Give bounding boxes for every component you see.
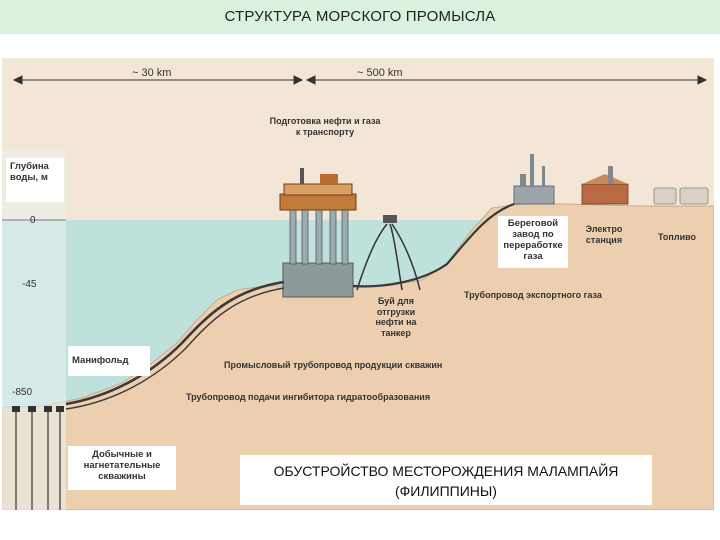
- power-station-line1: Электро: [585, 224, 623, 234]
- wells-line2: нагнетательные: [83, 460, 161, 471]
- depth-scale-strip: [2, 150, 66, 510]
- buoy-line2: отгрузки: [376, 306, 416, 317]
- depth-tick-0: 0: [30, 215, 36, 226]
- gas-plant-line2: завод по: [512, 229, 554, 240]
- field-pipeline: [65, 280, 285, 406]
- inhibitor-pipeline-label: Трубопровод подачи ингибитора гидратообр…: [186, 392, 431, 402]
- fuel-label: Топливо: [658, 232, 697, 242]
- export-gas-pipeline: [352, 202, 515, 288]
- buoy-label: Буй для отгрузки нефти на танкер: [364, 296, 428, 338]
- diagram-scene: [1, 58, 715, 511]
- depth-tick-850: -850: [12, 387, 33, 398]
- wells-line3: скважины: [98, 471, 146, 482]
- caption-line2: (ФИЛИППИНЫ): [395, 483, 497, 499]
- power-station-label: Электро станция: [574, 224, 634, 245]
- caption-line1: ОБУСТРОЙСТВО МЕСТОРОЖДЕНИЯ МАЛАМПАЙЯ: [273, 463, 619, 479]
- distance-label-left: ~ 30 km: [132, 67, 172, 79]
- distance-arrow-500km: [305, 75, 708, 85]
- title-bar: СТРУКТУРА МОРСКОГО ПРОМЫСЛА: [0, 0, 720, 34]
- gas-processing-plant: [513, 154, 555, 205]
- power-station-line2: станция: [585, 234, 623, 245]
- field-pipeline-label: Промысловый трубопровод продукции скважи…: [224, 360, 443, 370]
- fuel-tanks: [653, 187, 709, 205]
- field-diagram: ~ 30 km ~ 500 km Глубина воды, м 0 -45 -…: [1, 58, 715, 511]
- depth-heading: Глубина воды, м: [6, 158, 64, 202]
- depth-heading-line2: воды, м: [10, 172, 48, 183]
- distance-label-right: ~ 500 km: [357, 67, 403, 79]
- depth-heading-line1: Глубина: [10, 161, 49, 172]
- power-station: [581, 166, 629, 205]
- inhibitor-pipeline: [65, 287, 285, 410]
- loading-buoy: [356, 215, 421, 291]
- gas-plant-line1: Береговой: [507, 218, 559, 229]
- depth-tick-45: -45: [22, 279, 37, 290]
- subsea-wells: [15, 410, 61, 510]
- gas-plant-line3: переработке: [503, 240, 563, 251]
- processing-platform: [279, 168, 357, 298]
- wellheads: [12, 406, 64, 412]
- buoy-line4: танкер: [381, 327, 411, 338]
- wells-label: Добычные и нагнетательные скважины: [68, 446, 176, 490]
- processing-label-line2: к транспорту: [295, 126, 355, 137]
- processing-label: Подготовка нефти и газа к транспорту: [254, 116, 396, 137]
- processing-label-line1: Подготовка нефти и газа: [269, 116, 381, 126]
- manifold-label: Манифольд: [68, 346, 150, 376]
- wells-line1: Добычные и: [92, 449, 152, 460]
- page-title: СТРУКТУРА МОРСКОГО ПРОМЫСЛА: [224, 8, 496, 25]
- buoy-line3: нефти на: [375, 317, 417, 327]
- gas-plant-label: Береговой завод по переработке газа: [498, 216, 568, 268]
- buoy-line1: Буй для: [377, 296, 415, 306]
- distance-arrow-30km: [12, 75, 304, 85]
- diagram-caption: ОБУСТРОЙСТВО МЕСТОРОЖДЕНИЯ МАЛАМПАЙЯ (ФИ…: [240, 455, 652, 505]
- gas-plant-line4: газа: [523, 251, 543, 262]
- export-pipeline-label: Трубопровод экспортного газа: [464, 290, 602, 300]
